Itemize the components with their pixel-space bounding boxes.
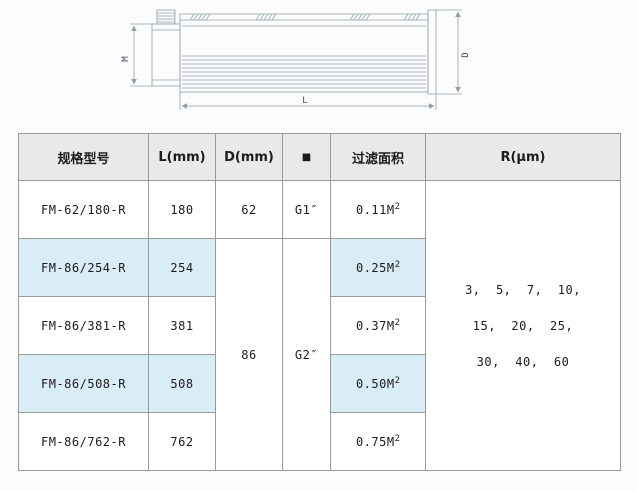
- table-row: FM-86/381-R 381 0.37M2: [18, 296, 621, 355]
- table-row: FM-86/762-R 762 0.75M2: [18, 412, 621, 471]
- cell-length: 254: [148, 238, 216, 297]
- dimension-d: [436, 9, 462, 95]
- cell-port: G1″: [282, 180, 331, 239]
- cell-model: FM-62/180-R: [18, 180, 149, 239]
- header-micron-rating: R(μm): [425, 133, 621, 181]
- cell-diameter: 62: [215, 180, 283, 239]
- micron-line-2: 15, 20, 25,: [472, 318, 574, 333]
- cell-model: FM-86/381-R: [18, 296, 149, 355]
- cell-length: 762: [148, 412, 216, 471]
- header-port: ■: [282, 133, 331, 181]
- micron-line-1: 3, 5, 7, 10,: [465, 282, 581, 297]
- header-filter-area: 过滤面积: [330, 133, 426, 181]
- cell-model: FM-86/254-R: [18, 238, 149, 297]
- cell-length: 180: [148, 180, 216, 239]
- header-diameter: D(mm): [215, 133, 283, 181]
- cell-filter-area: 0.25M2: [330, 238, 426, 297]
- filter-cartridge-drawing: M D L: [0, 0, 638, 130]
- table-row: FM-86/254-R 254 86 G2″ 0.25M2: [18, 238, 621, 471]
- cell-filter-area: 0.11M2: [330, 180, 426, 239]
- cell-port-merged: G2″: [282, 238, 331, 471]
- dim-label-d: D: [461, 52, 471, 57]
- header-length: L(mm): [148, 133, 216, 181]
- header-model: 规格型号: [18, 133, 149, 181]
- cell-filter-area: 0.37M2: [330, 296, 426, 355]
- micron-line-3: 30, 40, 60: [476, 354, 570, 369]
- cell-model: FM-86/762-R: [18, 412, 149, 471]
- cell-filter-area: 0.50M2: [330, 354, 426, 413]
- cell-micron-ratings: 3, 5, 7, 10, 15, 20, 25, 30, 40, 60: [425, 180, 621, 471]
- cell-length: 508: [148, 354, 216, 413]
- table-row: FM-62/180-R 180 62 G1″ 0.11M2 3, 5, 7, 1…: [18, 180, 621, 471]
- dim-label-m: M: [121, 56, 131, 62]
- cartridge-body-outline: [151, 9, 437, 95]
- cell-model: FM-86/508-R: [18, 354, 149, 413]
- knurl-hatch-marks: [189, 13, 421, 21]
- table-header-row: 规格型号 L(mm) D(mm) ■ 过滤面积 R(μm): [18, 133, 621, 181]
- drawing-canvas: M D L: [121, 9, 471, 110]
- dimension-m: [130, 23, 154, 87]
- cell-filter-area: 0.75M2: [330, 412, 426, 471]
- spec-table: 规格型号 L(mm) D(mm) ■ 过滤面积 R(μm) FM-62/180-…: [18, 133, 621, 471]
- dim-label-l: L: [302, 96, 307, 106]
- cell-length: 381: [148, 296, 216, 355]
- cell-diameter-merged: 86: [215, 238, 283, 471]
- dimension-l: [179, 92, 437, 110]
